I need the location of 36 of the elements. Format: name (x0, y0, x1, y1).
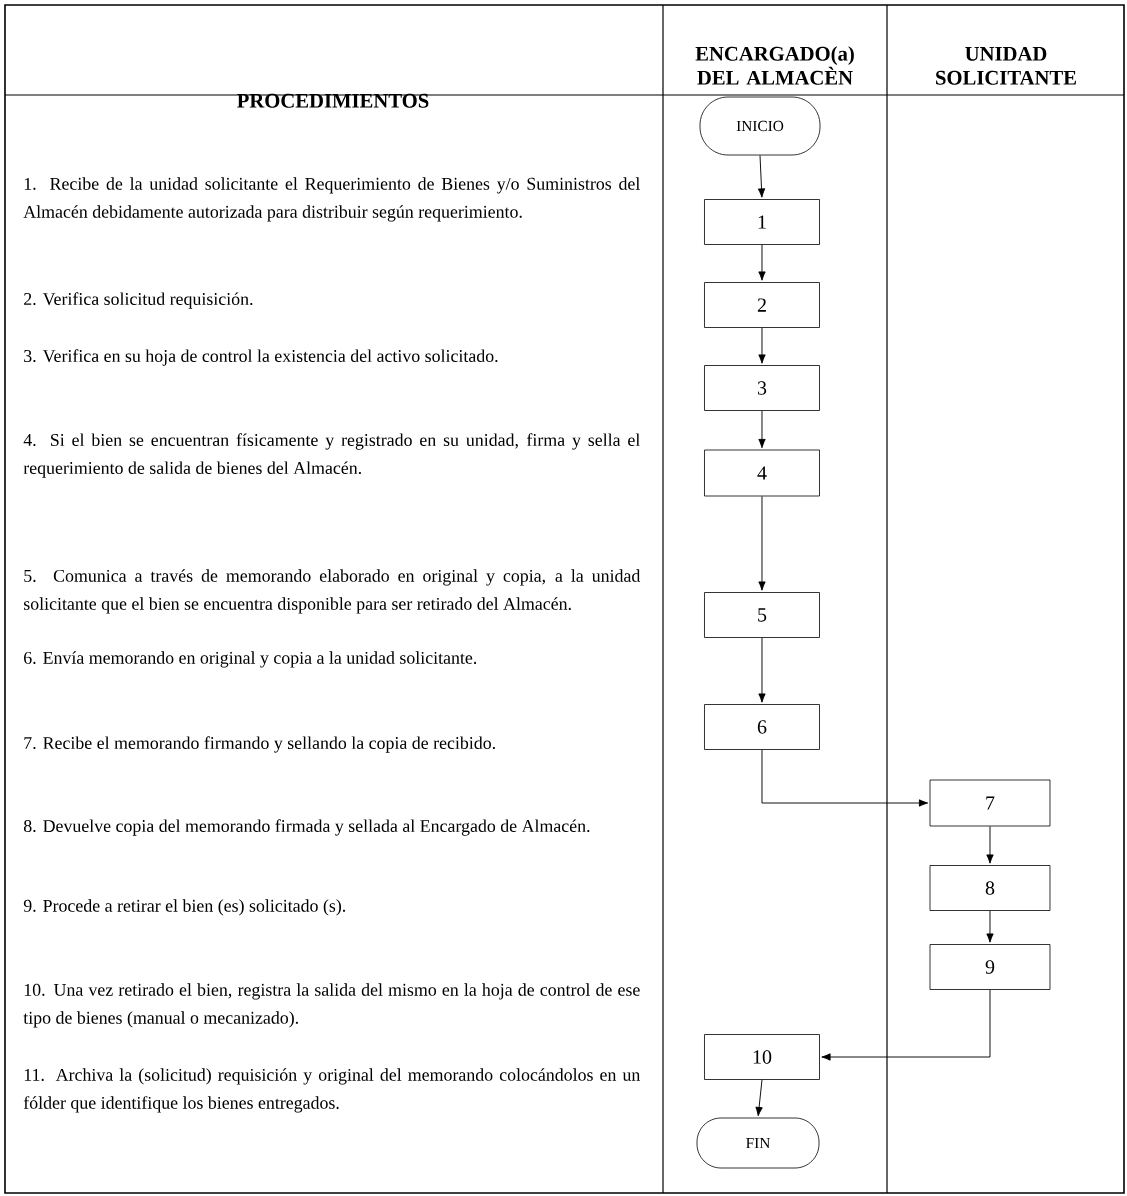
terminal-box: FIN (696, 1117, 820, 1169)
process-box: 9 (929, 944, 1051, 990)
arrow (758, 244, 766, 281)
procedure-text: 11. Archiva la (solicitud) requisición y original del memorando colocándolos en un fólder que identifique los bienes entregados. (23, 1068, 641, 1113)
procedure-text: 9. Procede a retirar el bien (es) solicitado (s). (23, 899, 346, 916)
process-box: 6 (704, 704, 820, 750)
procedure-text: 3. Verifica en su hoja de control la existencia del activo solicitado. (24, 349, 498, 366)
procedure-text: 6. Envía memorando en original y copia a la unidad solicitante. (24, 651, 477, 668)
arrow (986, 910, 994, 943)
process-box: 5 (704, 592, 820, 638)
procedure-text: 2. Verifica solicitud requisición. (24, 292, 253, 309)
arrow (755, 1079, 763, 1117)
process-box: 1 (704, 199, 820, 245)
arrow (821, 989, 991, 1061)
column-header: PROCEDIMIENTOS (237, 93, 429, 108)
procedure-text: 10. Una vez retirado el bien, registra la salida del mismo en la hoja de control de ese tipo de bienes (manual o mecanizado). (23, 983, 640, 1028)
column-header: UNIDAD SOLICITANTE (936, 46, 1076, 85)
procedure-text: 5. Comunica a través de memorando elaborado en original y copia, a la unidad solicitante que el bien se encuentra disponible para ser retirado del Almacén. (24, 569, 641, 614)
procedure-text: 8. Devuelve copia del memorando firmada y sellada al Encargado de Almacén. (23, 819, 590, 836)
arrow (986, 825, 994, 864)
process-box: 8 (929, 865, 1051, 911)
arrow (758, 637, 766, 703)
process-box: 4 (704, 449, 820, 497)
arrow (761, 749, 929, 807)
procedure-text: 7. Recibe el memorando firmando y sellando la copia de recibido. (24, 736, 495, 753)
arrow (758, 495, 766, 591)
arrow (758, 410, 766, 449)
terminal-box: INICIO (699, 96, 821, 156)
arrow (757, 154, 766, 198)
process-box: 7 (929, 779, 1051, 827)
process-box: 2 (704, 282, 820, 328)
procedure-text: 1. Recibe de la unidad solicitante el Requerimiento de Bienes y/o Suministros del Almacén debidamente autorizada para distribuir según requerimiento. (23, 177, 640, 222)
procedure-text: 4. Si el bien se encuentran físicamente y registrado en su unidad, firma y sella el requerimiento de salida de bienes del Almacén. (23, 433, 640, 478)
process-box: 10 (704, 1034, 820, 1080)
process-box: 3 (704, 365, 820, 411)
arrow (758, 327, 766, 364)
